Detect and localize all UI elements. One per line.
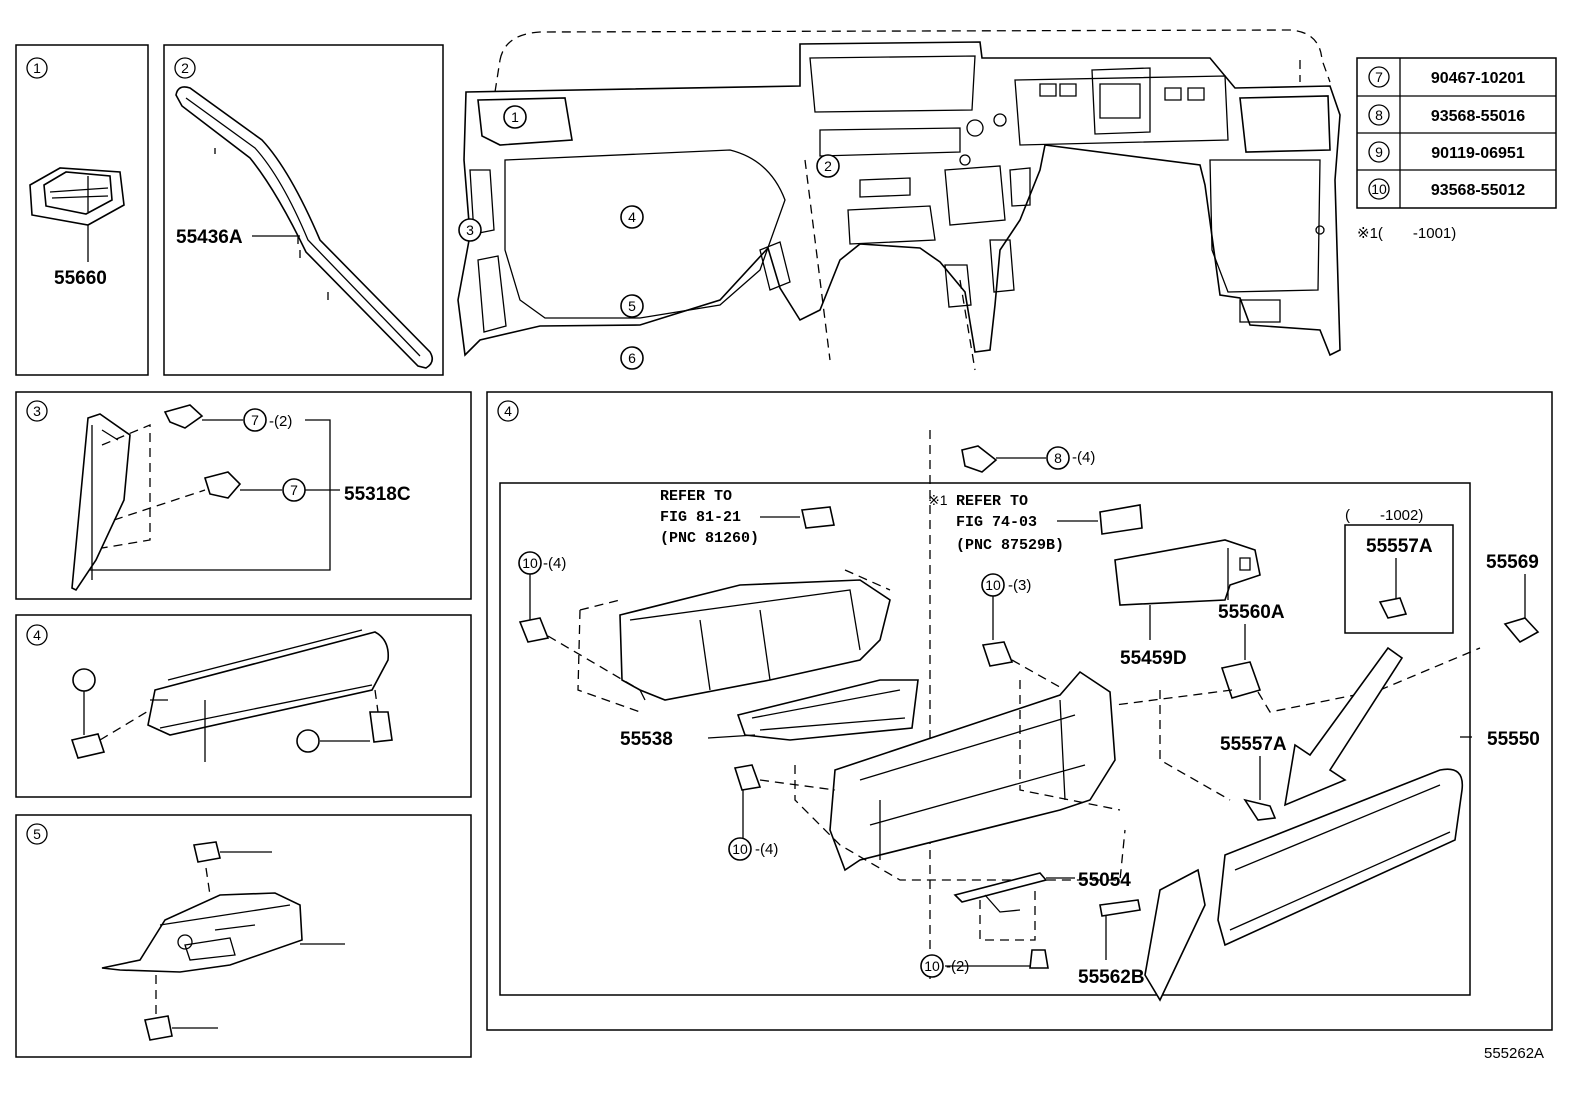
inset-6-number: 5 [33,826,41,842]
part-55318C: 55318C [344,484,411,505]
tray-55538 [736,679,919,741]
fastener-row-10: 10 93568-55012 [1368,178,1525,200]
inset-5-number: 4 [33,627,41,643]
fastener-qty-10c: -(4) [755,841,778,858]
inset-3-number: 3 [33,403,41,419]
part-55538: 55538 [620,729,673,750]
part-55459D: 55459D [1120,648,1187,669]
fastener-part-90467-10201: 90467-10201 [1431,70,1525,87]
dashboard-overview [457,29,1341,371]
part-55557A: 55557A [1220,734,1287,755]
fastener-qty-10d: -(2) [946,958,969,975]
fastener-callout-10a: 10 [522,555,538,571]
refer-mark: ※1 [928,492,948,508]
part-55660: 55660 [54,268,107,289]
refer-81260-line3: (PNC 81260) [660,530,759,547]
lower-panel-part [147,631,390,736]
part-55436A: 55436A [176,227,243,248]
inset-5: 4 [15,614,472,798]
refer-87529B-line2: FIG 74-03 [956,514,1037,531]
part-55569: 55569 [1486,552,1539,573]
fastener-callout-10c: 10 [732,841,748,857]
inset-4: 4 REFER TO FIG 81-21 (PNC 81260) ※1 REFE… [486,391,1553,1031]
inset-6: 5 [15,814,472,1058]
inset-1-number: 1 [33,60,41,76]
fastener-qty-7: -(2) [269,413,292,430]
refer-81260-line2: FIG 81-21 [660,509,741,526]
inset-3: 3 7 -(2) 7 55318C [15,391,472,600]
part-55562B: 55562B [1078,967,1145,988]
overview-callouts: 1 2 3 4 5 6 [458,105,840,370]
table-note: ※1( -1001) [1357,225,1456,242]
fastener-ref-10: 10 [1371,181,1387,197]
refer-81260-line1: REFER TO [660,488,732,505]
refer-87529B-line1: REFER TO [956,493,1028,510]
note-part-55557A: 55557A [1366,536,1433,557]
glove-box-bracket [829,670,1116,872]
lower-cover-part [101,892,303,973]
fastener-qty-8: -(4) [1072,449,1095,466]
refer-87529B-line3: (PNC 87529B) [956,537,1064,554]
part-55054: 55054 [1078,870,1131,891]
fastener-part-90119-06951: 90119-06951 [1431,145,1525,162]
fastener-qty-10b: -(3) [1008,577,1031,594]
callout-4: 4 [628,209,636,225]
glove-box-frame [619,579,891,701]
fastener-ref-9: 9 [1375,144,1383,160]
fastener-ref-8: 8 [1375,107,1383,123]
part-55550: 55550 [1487,729,1540,750]
fastener-part-93568-55016: 93568-55016 [1431,108,1525,125]
fastener-ref-7: 7 [1375,69,1383,85]
side-panel-part [71,413,131,592]
fastener-callout-10b: 10 [985,577,1001,593]
fastener-callout-7a: 7 [251,412,259,428]
fastener-callout-7b: 7 [290,482,298,498]
note-box-range: ( -1002) [1345,507,1423,524]
callout-2: 2 [824,158,832,174]
callout-3: 3 [466,222,474,238]
fastener-callout-8: 8 [1054,450,1062,466]
fastener-row-8: 8 93568-55016 [1368,104,1525,126]
callout-5: 5 [628,298,636,314]
part-55560A: 55560A [1218,602,1285,623]
callout-1: 1 [511,109,519,125]
glove-box-door [1217,768,1464,947]
fastener-part-93568-55012: 93568-55012 [1431,182,1525,199]
fastener-row-9: 9 90119-06951 [1368,141,1525,163]
dash-trim-strip [175,86,434,369]
direction-arrow [1283,646,1404,807]
inset-2: 2 55436A [163,44,444,376]
air-vent-part [29,167,125,226]
callout-6: 6 [628,350,636,366]
fastener-qty-10a: -(4) [543,555,566,572]
fastener-row-7: 7 90467-10201 [1368,66,1525,88]
inset-1: 1 55660 [15,44,149,376]
damper-55459D [1114,539,1261,606]
inset-2-number: 2 [181,60,189,76]
fastener-callout-10d: 10 [924,958,940,974]
drawing-id: 555262A [1484,1045,1544,1062]
inset-4-number: 4 [504,403,512,419]
fastener-table: 7 90467-10201 8 93568-55016 9 90119-0695… [1356,57,1557,242]
